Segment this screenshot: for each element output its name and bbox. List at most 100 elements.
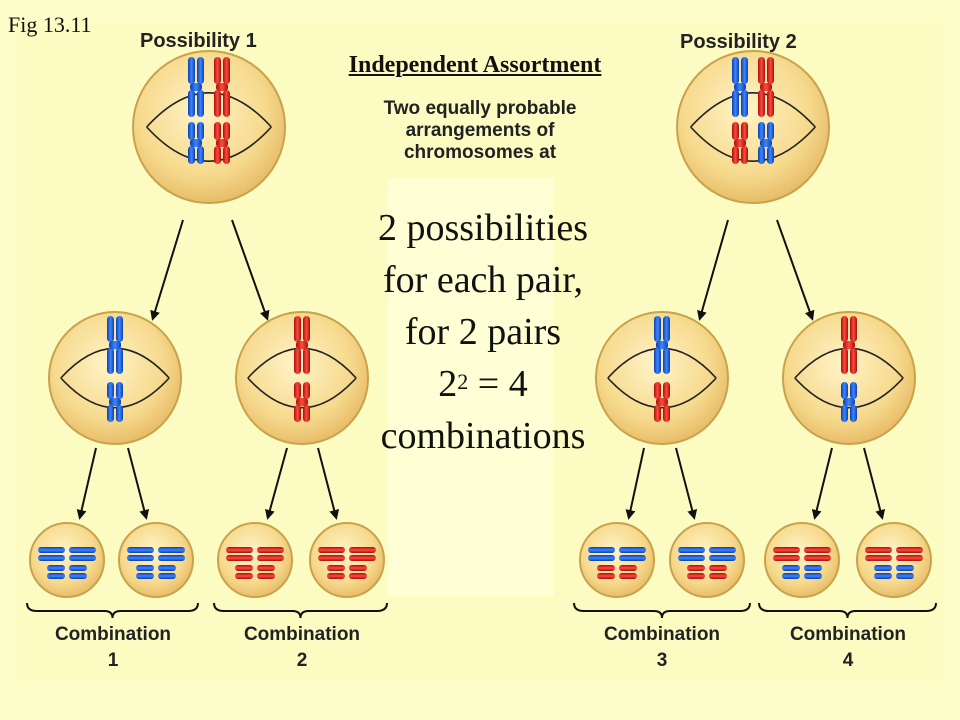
chromatid-arm: [804, 573, 822, 579]
centromere: [734, 139, 746, 147]
gamete-1: [29, 522, 105, 598]
chromatid-arm: [127, 555, 154, 561]
chromatid-arm: [116, 348, 123, 374]
chromatid-arm: [223, 90, 230, 117]
blue-chromosome: [136, 565, 176, 579]
chromatid-arm: [197, 90, 204, 117]
explanation-equation: 22 = 4: [345, 358, 621, 410]
centromere: [296, 398, 308, 406]
chromatid-arm: [303, 348, 310, 374]
chromatid-arm: [257, 555, 284, 561]
centromere: [843, 341, 855, 349]
chromatid-arm: [226, 555, 253, 561]
chromatid-arm: [188, 122, 195, 140]
chromatid-arm: [850, 405, 857, 422]
chromatid-arm: [709, 565, 727, 571]
chromatid-arm: [294, 348, 301, 374]
chromatid-arm: [804, 547, 831, 553]
chromatid-arm: [663, 348, 670, 374]
chromatid-arm: [619, 573, 637, 579]
centromere: [109, 398, 121, 406]
chromatid-arm: [214, 57, 221, 84]
arrow: [697, 219, 729, 321]
chromatid-arm: [116, 316, 123, 342]
red-chromosome: [732, 122, 748, 164]
arrow: [127, 447, 150, 520]
chromatid-arm: [223, 146, 230, 164]
blue-chromosome: [127, 547, 185, 561]
chromatid-arm: [782, 573, 800, 579]
red-chromosome: [773, 547, 831, 561]
chromatid-arm: [773, 555, 800, 561]
metaphase-2-cell-2b: [782, 311, 916, 445]
combination-label: Combination: [789, 624, 907, 645]
chromatid-arm: [619, 555, 646, 561]
blue-chromosome: [782, 565, 822, 579]
chromatid-arm: [741, 146, 748, 164]
equation-base: 2: [438, 363, 458, 405]
chromatid-arm: [687, 573, 705, 579]
chromatid-arm: [294, 316, 301, 342]
combination-1-label: Combination 1: [13, 622, 213, 674]
chromatid-arm: [865, 555, 892, 561]
blue-chromosome: [47, 565, 87, 579]
chromatid-arm: [303, 316, 310, 342]
chromatid-arm: [69, 573, 87, 579]
brackets-layer: [26, 602, 937, 619]
chromatid-arm: [709, 547, 736, 553]
chromatid-arm: [741, 122, 748, 140]
chromatid-arm: [107, 382, 114, 399]
chromatid-arm: [732, 122, 739, 140]
metaphase-2-cell-1b: [235, 311, 369, 445]
centromere: [216, 139, 228, 147]
chromatid-arm: [732, 146, 739, 164]
chromatid-arm: [257, 547, 284, 553]
chromatid-arm: [69, 547, 96, 553]
chromatid-arm: [235, 565, 253, 571]
gamete-2: [118, 522, 194, 598]
combination-bracket: [213, 602, 388, 619]
gamete-6: [669, 522, 745, 598]
centromere: [190, 139, 202, 147]
spindle-fiber: [60, 377, 170, 409]
chromatid-arm: [767, 57, 774, 84]
red-chromosome: [294, 382, 310, 422]
chromatid-arm: [107, 405, 114, 422]
chromatid-arm: [782, 565, 800, 571]
chromatid-arm: [758, 57, 765, 84]
red-chromosome: [235, 565, 275, 579]
chromatid-arm: [588, 555, 615, 561]
arrow: [150, 219, 184, 321]
chromatid-arm: [136, 565, 154, 571]
cell-membrane: [235, 311, 369, 445]
arrow: [317, 447, 340, 520]
chromatid-arm: [47, 573, 65, 579]
chromatid-arm: [158, 547, 185, 553]
chromatid-arm: [654, 405, 661, 422]
combination-label: Combination: [54, 624, 172, 645]
cell-membrane: [782, 311, 916, 445]
red-chromosome: [758, 57, 774, 117]
blue-chromosome: [732, 57, 748, 117]
chromatid-arm: [38, 547, 65, 553]
centromere: [190, 83, 202, 91]
centromere: [843, 398, 855, 406]
chromatid-arm: [678, 555, 705, 561]
explanation-box: [388, 178, 554, 596]
centromere: [656, 341, 668, 349]
chromatid-arm: [619, 547, 646, 553]
blue-chromosome: [841, 382, 857, 422]
combination-bracket: [758, 602, 937, 619]
possibility-2-cell: [676, 50, 830, 204]
gamete-4: [309, 522, 385, 598]
cell-membrane: [48, 311, 182, 445]
gamete-8: [856, 522, 932, 598]
chromatid-arm: [214, 122, 221, 140]
spindle-fiber: [146, 126, 272, 162]
chromatid-arm: [38, 555, 65, 561]
chromatid-arm: [158, 565, 176, 571]
combination-3-label: Combination 3: [562, 622, 762, 674]
explanation-line-5: combinations: [380, 415, 586, 457]
red-chromosome: [226, 547, 284, 561]
chromatid-arm: [69, 555, 96, 561]
